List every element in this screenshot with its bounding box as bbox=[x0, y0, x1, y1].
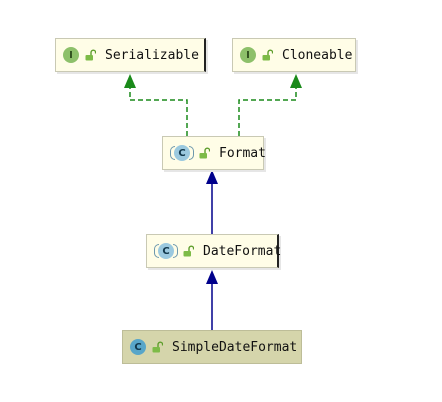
node-label: Format bbox=[219, 145, 266, 161]
arrowhead-cloneable bbox=[290, 74, 302, 88]
arrowhead-format bbox=[206, 170, 218, 184]
edge-format-implements-cloneable bbox=[238, 86, 297, 136]
arrowhead-serializable bbox=[124, 74, 136, 88]
unlocked-padlock-icon bbox=[152, 341, 163, 353]
node-format[interactable]: C Format bbox=[162, 136, 266, 170]
abstract-class-icon: C bbox=[170, 145, 194, 161]
node-serializable[interactable]: I Serializable bbox=[55, 38, 206, 72]
arrowhead-dateformat bbox=[206, 270, 218, 284]
unlocked-padlock-icon bbox=[183, 245, 194, 257]
node-label: SimpleDateFormat bbox=[172, 339, 298, 355]
node-simpledateformat[interactable]: C SimpleDateFormat bbox=[122, 330, 302, 364]
node-label: Cloneable bbox=[282, 47, 353, 63]
interface-icon: I bbox=[240, 47, 256, 63]
abstract-class-icon: C bbox=[154, 243, 178, 259]
node-dateformat[interactable]: C DateFormat bbox=[146, 234, 282, 268]
unlocked-padlock-icon bbox=[85, 49, 96, 61]
class-icon: C bbox=[130, 339, 146, 355]
node-cloneable[interactable]: I Cloneable bbox=[232, 38, 356, 72]
node-label: Serializable bbox=[105, 47, 199, 63]
edge-format-implements-serializable bbox=[129, 86, 188, 136]
unlocked-padlock-icon bbox=[199, 147, 210, 159]
unlocked-padlock-icon bbox=[262, 49, 273, 61]
interface-icon: I bbox=[63, 47, 79, 63]
node-label: DateFormat bbox=[203, 243, 282, 259]
